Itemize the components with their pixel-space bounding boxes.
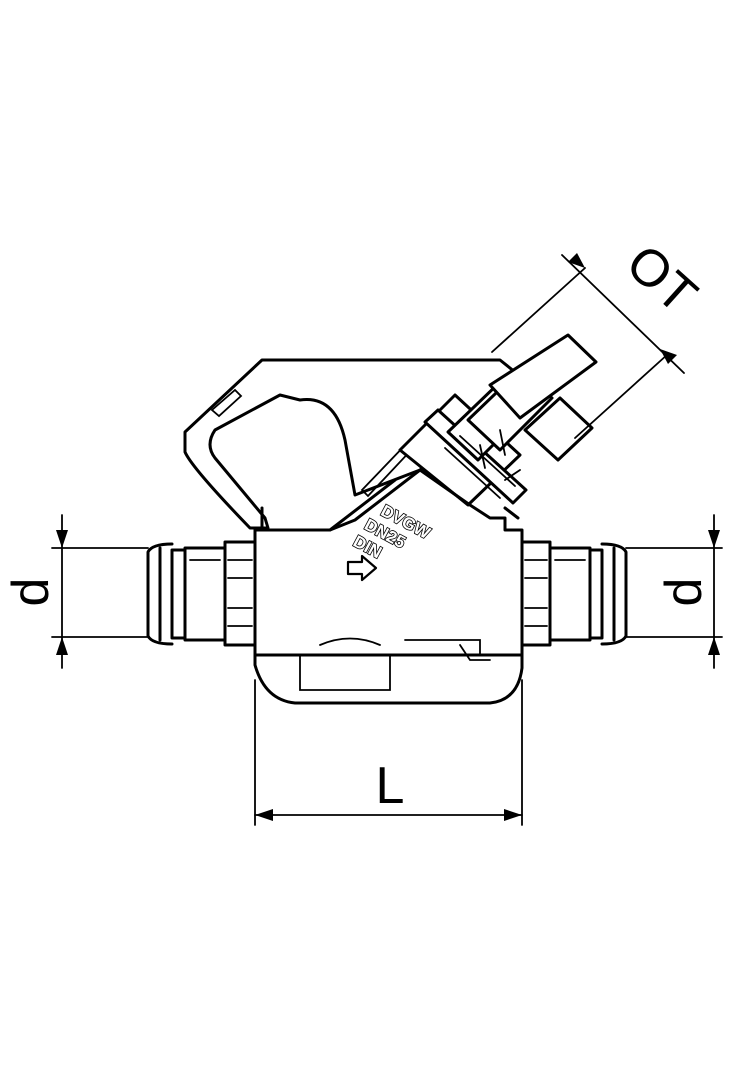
- length-label: L: [376, 757, 405, 815]
- valve-bonnet: [398, 333, 598, 507]
- valve-body: [253, 468, 524, 705]
- right-connection: [520, 540, 628, 647]
- dimension-left-d: d: [2, 514, 149, 669]
- body-marking: DVGW DN25 DIN: [349, 500, 435, 563]
- dimension-length: L: [254, 679, 523, 826]
- ot-label: OT: [615, 234, 707, 325]
- flow-arrow-icon: [346, 554, 378, 582]
- dimension-right-d: d: [625, 514, 723, 669]
- right-d-label: d: [655, 578, 713, 607]
- left-connection: [146, 540, 257, 647]
- left-d-label: d: [2, 578, 60, 607]
